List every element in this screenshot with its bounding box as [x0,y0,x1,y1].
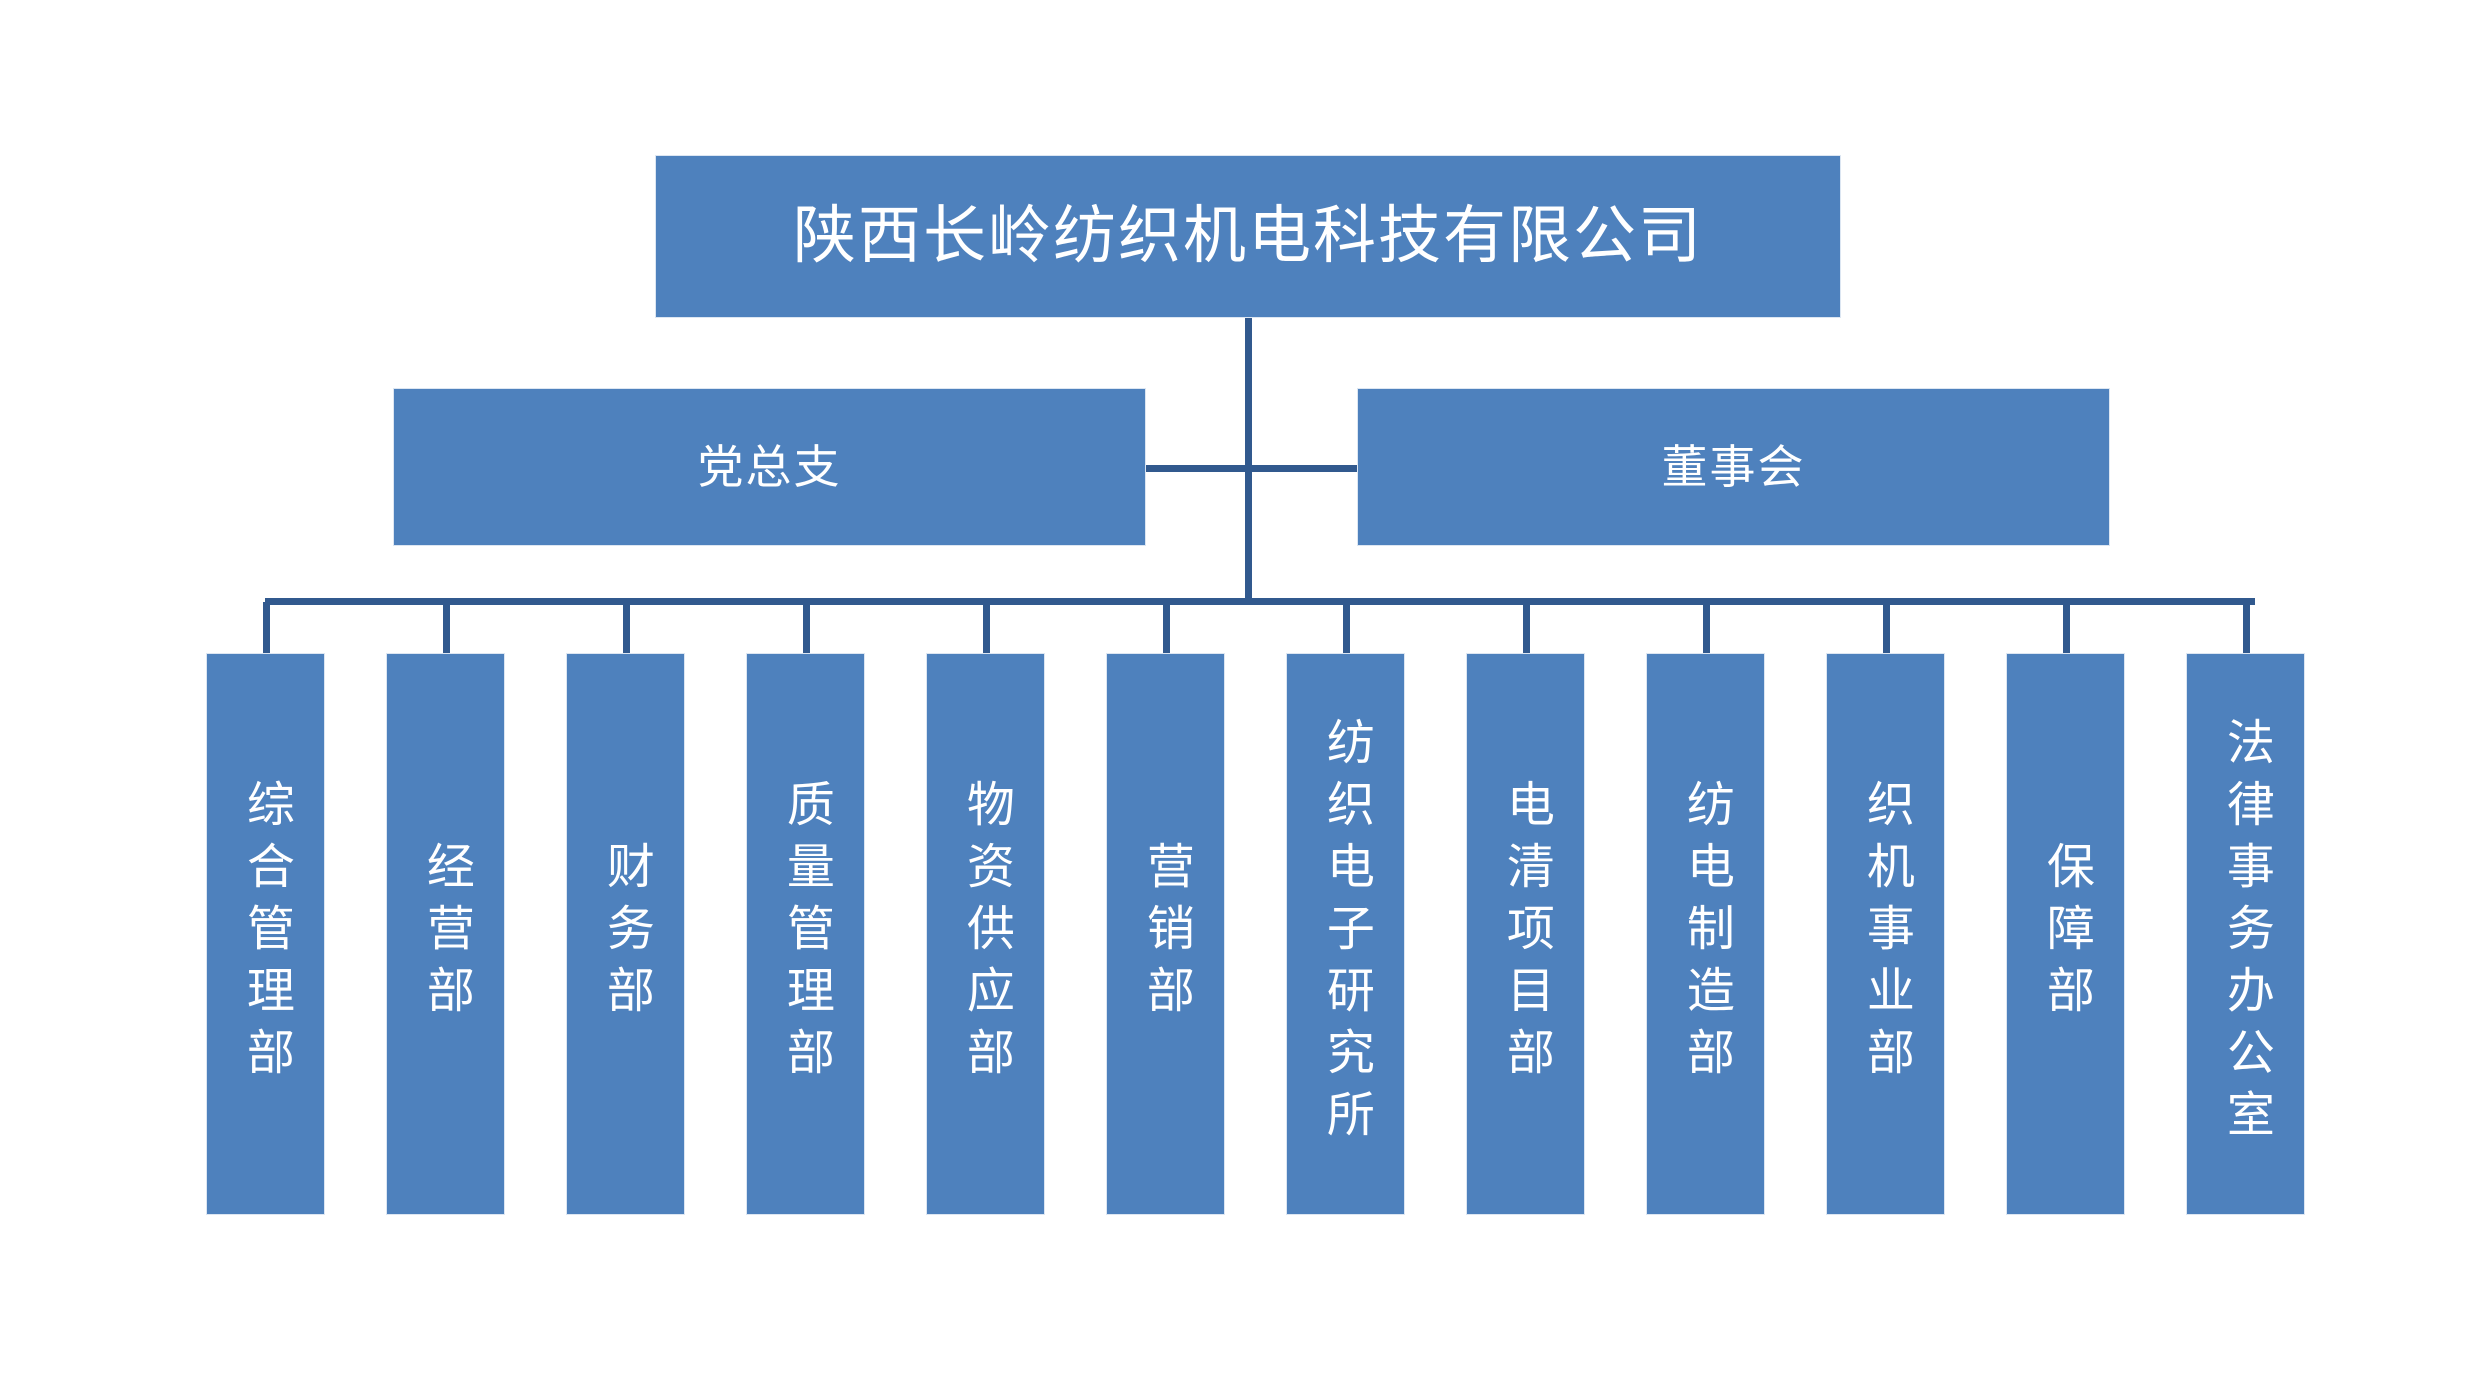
org-node-label-department-12: 法律事务办公室 [2217,717,2274,1151]
org-node-label-department-10: 织机事业部 [1857,779,1914,1089]
org-node-label-department-11: 保障部 [2037,841,2094,1027]
connector-department-drop-8 [1523,602,1530,654]
org-node-department-5[interactable]: 物资供应部 [926,653,1045,1215]
org-node-label-board-of-directors: 董事会 [1661,439,1806,494]
org-node-department-10[interactable]: 织机事业部 [1826,653,1945,1215]
connector-department-drop-11 [2063,602,2070,654]
org-node-label-department-4: 质量管理部 [777,779,834,1089]
connector-department-drop-9 [1703,602,1710,654]
connector-department-drop-6 [1163,602,1170,654]
org-node-label-department-7: 纺织电子研究所 [1317,717,1374,1151]
connector-department-drop-12 [2243,602,2250,654]
org-node-label-department-3: 财务部 [597,841,654,1027]
org-node-department-8[interactable]: 电清项目部 [1466,653,1585,1215]
connector-department-bus [265,598,2255,605]
org-node-label-company: 陕西长岭纺织机电科技有限公司 [793,199,1703,273]
org-node-department-12[interactable]: 法律事务办公室 [2186,653,2305,1215]
org-node-department-3[interactable]: 财务部 [566,653,685,1215]
org-node-label-department-6: 营销部 [1137,841,1194,1027]
org-node-department-7[interactable]: 纺织电子研究所 [1286,653,1405,1215]
org-node-label-department-8: 电清项目部 [1497,779,1554,1089]
org-node-department-4[interactable]: 质量管理部 [746,653,865,1215]
org-node-department-6[interactable]: 营销部 [1106,653,1225,1215]
connector-trunk-vertical [1245,318,1252,603]
org-node-label-department-5: 物资供应部 [957,779,1014,1089]
org-node-label-party-branch: 党总支 [697,439,842,494]
org-node-company-root[interactable]: 陕西长岭纺织机电科技有限公司 [655,155,1841,318]
connector-department-drop-10 [1883,602,1890,654]
connector-department-drop-1 [263,602,270,654]
connector-department-drop-4 [803,602,810,654]
org-node-department-11[interactable]: 保障部 [2006,653,2125,1215]
org-node-party-branch[interactable]: 党总支 [393,388,1146,546]
org-node-department-2[interactable]: 经营部 [386,653,505,1215]
connector-department-drop-2 [443,602,450,654]
org-node-department-1[interactable]: 综合管理部 [206,653,325,1215]
connector-department-drop-5 [983,602,990,654]
connector-level2-horizontal [1131,465,1371,472]
connector-department-drop-7 [1343,602,1350,654]
org-node-department-9[interactable]: 纺电制造部 [1646,653,1765,1215]
org-node-label-department-9: 纺电制造部 [1677,779,1734,1089]
org-node-label-department-1: 综合管理部 [237,779,294,1089]
connector-department-drop-3 [623,602,630,654]
org-node-label-department-2: 经营部 [417,841,474,1027]
org-node-board-of-directors[interactable]: 董事会 [1357,388,2110,546]
